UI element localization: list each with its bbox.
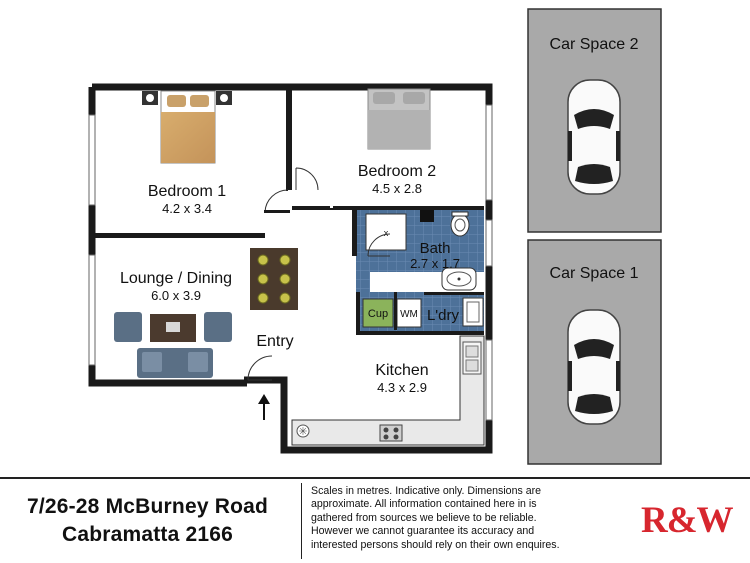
kitchen-size: 4.3 x 2.9	[377, 380, 427, 395]
cupboard	[362, 298, 394, 328]
car-icon	[567, 79, 621, 195]
dining-table-icon	[250, 248, 298, 310]
bedroom1-name: Bedroom 1	[148, 183, 226, 200]
room-labels: Bedroom 1 4.2 x 3.4 Bedroom 2 4.5 x 2.8 …	[120, 163, 460, 395]
kitchen-bench: ✳	[291, 335, 485, 446]
entry-arrow-icon	[258, 394, 270, 420]
fan-icon: ✳	[298, 426, 307, 438]
footer-divider-line	[0, 477, 750, 479]
bedroom1-size: 4.2 x 3.4	[162, 201, 212, 216]
basin-icon	[441, 267, 477, 291]
toilet-icon	[450, 211, 470, 237]
kitchen-name: Kitchen	[375, 362, 428, 379]
address-line-1: 7/26-28 McBurney Road	[26, 495, 269, 518]
disclaimer-text: Scales in metres. Indicative only. Dimen…	[311, 485, 560, 551]
bedroom2-entry-gap	[288, 190, 333, 208]
property-address: 7/26-28 McBurney Road Cabramatta 2166	[0, 493, 295, 549]
laundry-name: L'dry	[427, 307, 460, 324]
washing-machine	[396, 298, 422, 328]
bath-name: Bath	[420, 240, 451, 257]
car-space-1: Car Space 1	[527, 239, 662, 465]
car-space-2: Car Space 2	[527, 8, 662, 233]
shower-mark: x	[384, 228, 389, 238]
windows	[88, 104, 493, 421]
bed-2-icon	[367, 88, 431, 150]
address-line-2: Cabramatta 2166	[61, 523, 234, 546]
car-space-2-label: Car Space 2	[550, 36, 639, 53]
bath-size: 2.7 x 1.7	[410, 256, 460, 271]
car-icon	[567, 309, 621, 425]
bedroom2-size: 4.5 x 2.8	[372, 181, 422, 196]
floor-plan: x Cup WM	[88, 8, 662, 465]
cupboard-label: Cup	[368, 308, 388, 320]
bath-wall-nib	[420, 210, 434, 222]
lounge-name: Lounge / Dining	[120, 270, 232, 287]
footer-vertical-divider	[301, 483, 302, 559]
lounge-size: 6.0 x 3.9	[151, 288, 201, 303]
washing-machine-label: WM	[400, 309, 418, 320]
bedroom2-name: Bedroom 2	[358, 163, 436, 180]
sofa-set-icon	[114, 312, 232, 378]
bed-1-icon	[142, 90, 232, 164]
car-space-1-label: Car Space 1	[550, 265, 639, 282]
entry-name: Entry	[256, 333, 293, 350]
footer: 7/26-28 McBurney Road Cabramatta 2166 Sc…	[0, 477, 750, 563]
shower: x	[365, 213, 407, 251]
brand-logo: R&W	[641, 500, 734, 541]
